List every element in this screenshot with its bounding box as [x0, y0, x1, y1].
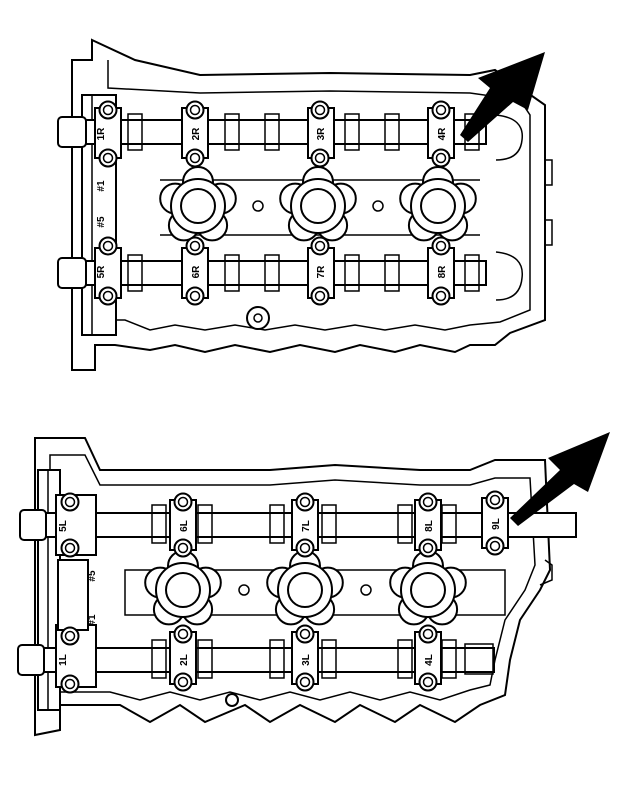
label-9l: 9L [491, 518, 502, 530]
bolt-icon [485, 490, 505, 510]
label-8l: 8L [424, 520, 435, 532]
label-no5-lower: #5 [87, 570, 98, 582]
bolt-icon [431, 236, 451, 256]
label-6r: 6R [191, 265, 202, 279]
bolt-icon [173, 492, 193, 512]
label-2l: 2L [179, 654, 190, 666]
bolt-icon [418, 492, 438, 512]
sprocket-icon [144, 550, 222, 626]
label-4r: 4R [437, 127, 448, 141]
label-7l: 7L [301, 520, 312, 532]
bolt-icon [60, 674, 80, 694]
label-3l: 3L [301, 654, 312, 666]
label-no1-upper: #1 [96, 180, 107, 192]
bolt-icon [98, 286, 118, 306]
bolt-icon [185, 100, 205, 120]
label-7r: 7R [316, 265, 327, 279]
bolt-icon [418, 672, 438, 692]
sprocket-icon [389, 550, 467, 626]
sprocket-icon [399, 166, 477, 242]
bolt-icon [173, 672, 193, 692]
bolt-icon [252, 200, 384, 212]
label-8r: 8R [437, 265, 448, 279]
arrow-icon [460, 52, 545, 142]
label-1r: 1R [96, 127, 107, 141]
bolt-icon [185, 286, 205, 306]
bolt-icon [431, 286, 451, 306]
label-3r: 3R [316, 127, 327, 141]
label-no5-upper: #5 [96, 216, 107, 228]
bolt-icon [295, 672, 315, 692]
bolt-icon [98, 236, 118, 256]
label-4l: 4L [424, 654, 435, 666]
lower-cylinder-head: 5L #5 #1 1L 6L 7L 8L 9L 2L 3L 4L [17, 432, 610, 737]
bolt-icon [173, 624, 193, 644]
bolt-icon [418, 538, 438, 558]
bolt-icon [485, 536, 505, 556]
label-1l: 1L [58, 654, 69, 666]
bolt-icon [295, 538, 315, 558]
arrow-icon [510, 432, 610, 526]
upper-cylinder-head: 1R #1 #5 5R 2R 3R 4R 6R 7R 8R [57, 38, 553, 371]
bolt-icon [60, 538, 80, 558]
label-5l: 5L [58, 520, 69, 532]
label-2r: 2R [191, 127, 202, 141]
bolt-icon [185, 236, 205, 256]
label-6l: 6L [179, 520, 190, 532]
bolt-icon [238, 584, 372, 596]
bolt-icon [60, 492, 80, 512]
bolt-icon [98, 148, 118, 168]
bolt-icon [310, 148, 330, 168]
bolt-icon [431, 100, 451, 120]
sprocket-icon [159, 166, 237, 242]
bolt-icon [98, 100, 118, 120]
sprocket-icon [279, 166, 357, 242]
bolt-icon [295, 492, 315, 512]
bolt-icon [418, 624, 438, 644]
sprocket-icon [266, 550, 344, 626]
bolt-icon [295, 624, 315, 644]
bolt-icon [185, 148, 205, 168]
bolt-icon [173, 538, 193, 558]
label-no1-lower: #1 [87, 614, 98, 626]
label-5r: 5R [96, 265, 107, 279]
bolt-icon [310, 100, 330, 120]
bolt-icon [310, 236, 330, 256]
bolt-icon [60, 626, 80, 646]
bolt-icon [310, 286, 330, 306]
bolt-icon [431, 148, 451, 168]
